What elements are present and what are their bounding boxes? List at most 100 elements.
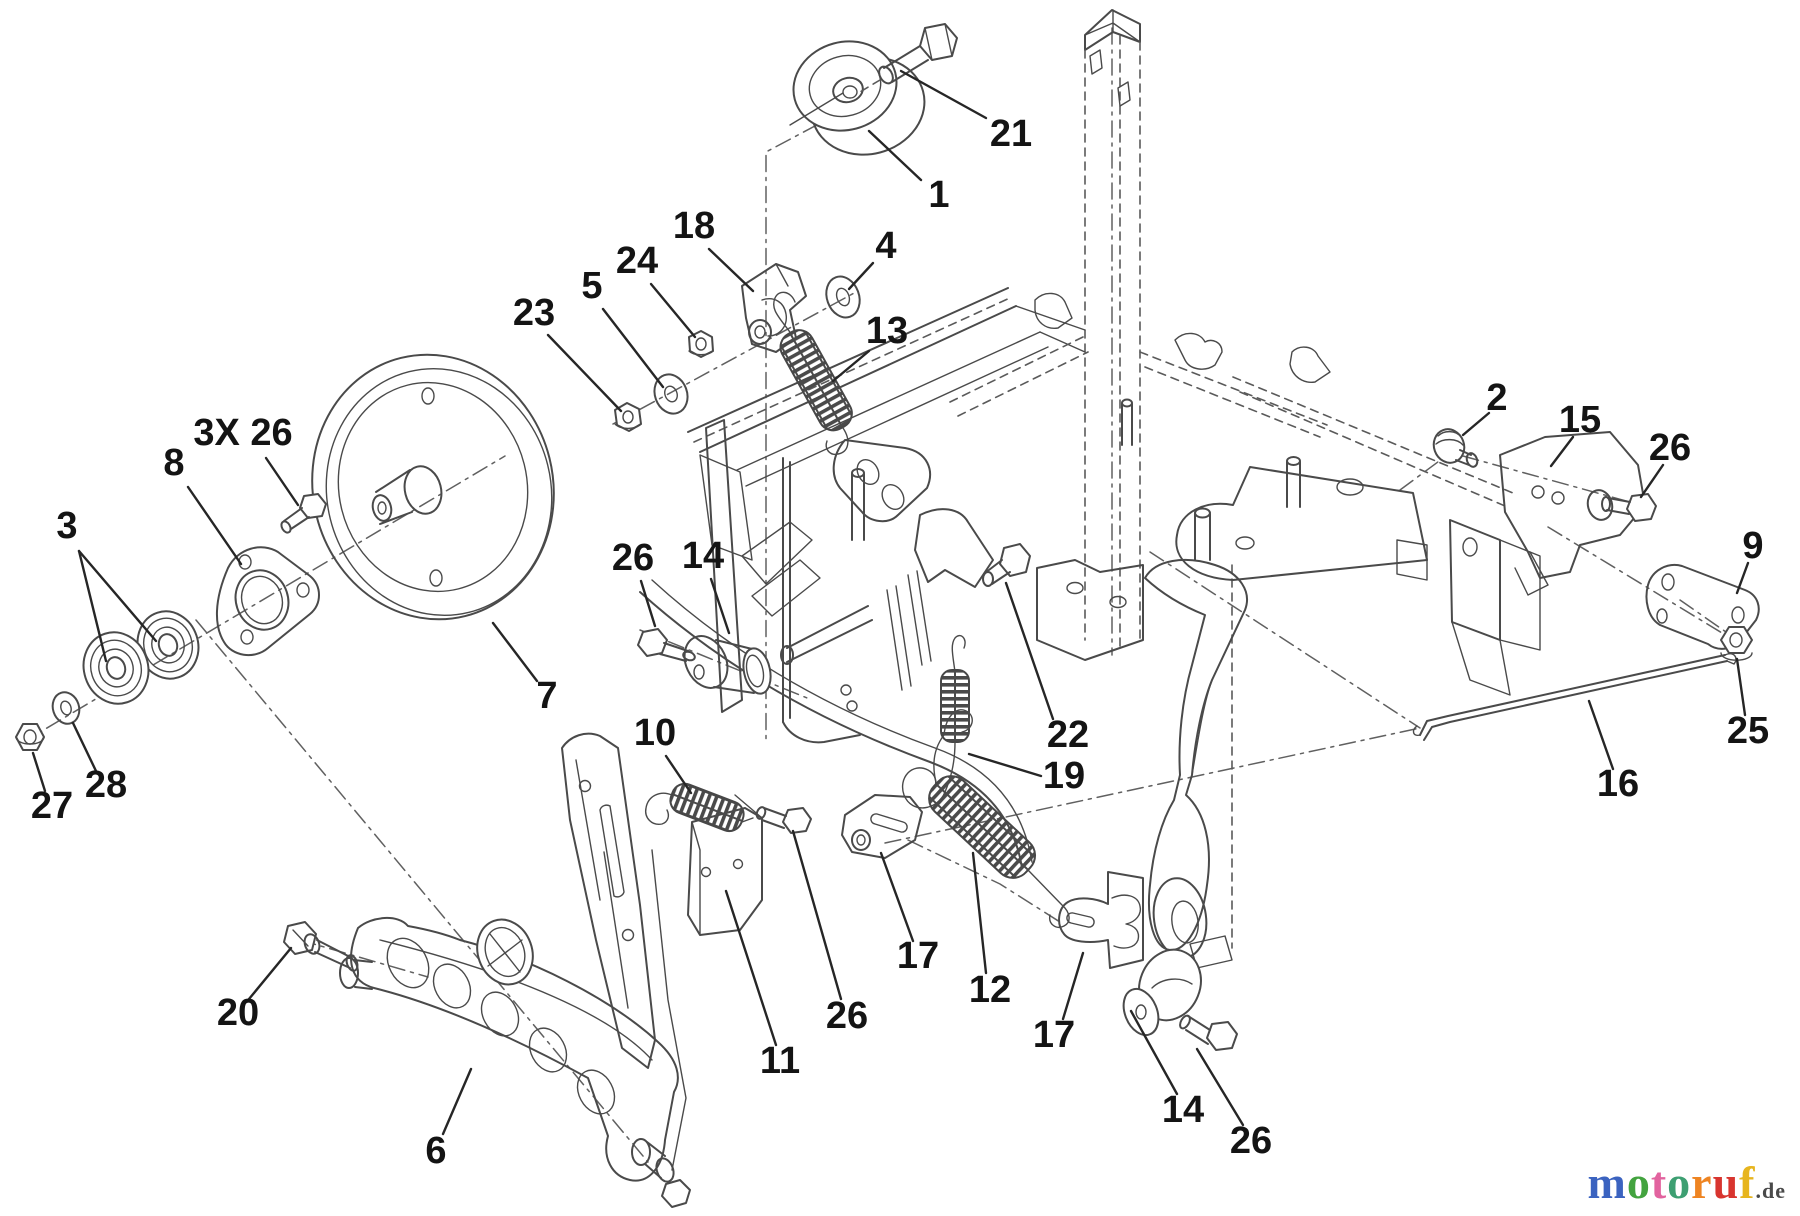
frame-assembly-drawing (639, 9, 1514, 969)
callout-20: 20 (217, 946, 293, 1034)
knob-2-drawing (1432, 428, 1479, 468)
callout-label-2: 2 (1486, 377, 1507, 419)
callout-label-24: 24 (616, 240, 658, 282)
callout-leader-16 (1587, 699, 1615, 771)
callout-leader-6 (441, 1067, 473, 1136)
bolt-26c-drawing (755, 806, 812, 834)
pin (1194, 507, 1211, 561)
bracket-9-drawing (1645, 564, 1760, 650)
logo-letter: f (1739, 1157, 1756, 1208)
callout-17a: 17 (879, 851, 939, 977)
callout-4: 4 (847, 225, 897, 291)
callout-leader-17a (879, 851, 915, 943)
callout-label-7: 7 (536, 675, 557, 717)
spring-13-drawing (773, 291, 853, 456)
callout-2: 2 (1461, 377, 1508, 437)
callout-leader-28 (71, 721, 98, 773)
callout-label-9: 9 (1742, 525, 1763, 567)
callout-14b: 14 (1129, 1009, 1204, 1131)
callout-leader-26c (791, 829, 843, 1001)
callout-18: 18 (673, 205, 755, 293)
spring-10-drawing (645, 782, 754, 833)
bracket-17b-drawing (1058, 871, 1144, 969)
construction-lines (19, 27, 1728, 1163)
callout-leader-10 (664, 754, 693, 795)
callout-leader-20 (247, 946, 293, 1001)
arm-6-drawing (339, 732, 691, 1208)
callout-label-19: 19 (1043, 755, 1085, 797)
callout-label-23: 23 (513, 292, 555, 334)
callout-label-6: 6 (425, 1130, 446, 1172)
callout-leader-25 (1735, 657, 1747, 717)
logo-letter: u (1712, 1157, 1740, 1208)
callout-leader-26d (1639, 463, 1665, 499)
callout-leader-3 (77, 549, 158, 643)
bolt-26e-drawing (1179, 1014, 1238, 1051)
nut-27-drawing (15, 723, 45, 751)
callout-1: 1 (867, 129, 950, 216)
steering-post (1084, 9, 1141, 651)
callout-label-5: 5 (581, 265, 602, 307)
bolt-26d-drawing (1601, 493, 1657, 522)
bracket-18-drawing (741, 263, 807, 353)
callout-label-27: 27 (31, 785, 73, 827)
bolt-22-drawing (982, 543, 1031, 587)
bearings-3-drawing (82, 610, 200, 705)
callout-label-4: 4 (875, 225, 896, 267)
callout-3: 3 (56, 505, 158, 663)
right-mount-plates (1449, 519, 1541, 696)
callout-label-16: 16 (1597, 763, 1639, 805)
callout-label-3: 3 (56, 505, 77, 547)
callout-label-11: 11 (760, 1040, 800, 1082)
callout-6: 6 (425, 1067, 473, 1172)
callout-leader-27 (31, 751, 47, 793)
watermark-logo: motoruf.de (1588, 1160, 1787, 1206)
bolt-21-drawing (859, 23, 958, 93)
callout-17b: 17 (1033, 951, 1085, 1056)
callout-leader-24 (649, 282, 697, 339)
logo-letter: t (1650, 1157, 1668, 1208)
pin (851, 468, 865, 541)
callout-leader-14b (1129, 1009, 1179, 1096)
callout-28: 28 (71, 721, 127, 806)
callout-leader-12 (971, 851, 988, 975)
lever-15-drawing (1499, 431, 1646, 596)
callout-label-20: 20 (217, 992, 259, 1034)
callout-leader-26a (639, 579, 657, 628)
callout-26a: 26 (612, 537, 657, 628)
callout-12: 12 (969, 851, 1011, 1011)
callout-22: 22 (1004, 581, 1089, 756)
callout-leader-3x26 (264, 456, 300, 507)
rod-16-drawing (1412, 653, 1737, 741)
callout-leader-21 (899, 69, 988, 120)
logo-letter: o (1667, 1157, 1692, 1208)
spring-12-drawing (928, 709, 1070, 928)
bracket-11-drawing (687, 794, 763, 936)
callout-leader-22 (1004, 581, 1055, 721)
pin (1121, 398, 1133, 446)
deck-rails (687, 287, 1514, 507)
callout-label-17b: 17 (1033, 1014, 1075, 1056)
cap-14b-drawing (1122, 948, 1202, 1037)
logo-letter: r (1691, 1157, 1713, 1208)
callout-leader-8 (186, 485, 243, 566)
bolt-26a-drawing (637, 628, 696, 662)
callout-label-13: 13 (866, 310, 908, 352)
callout-label-14b: 14 (1162, 1089, 1204, 1131)
callout-leader-15 (1549, 435, 1575, 468)
bolt-20-drawing (283, 921, 359, 972)
callout-leader-3 (77, 549, 108, 663)
callout-label-25: 25 (1727, 710, 1769, 752)
callout-15: 15 (1549, 399, 1601, 468)
idler-pulley-1-drawing (789, 40, 926, 156)
callout-leader-1 (867, 129, 923, 182)
callout-label-3x26: 3X 26 (193, 412, 292, 454)
callout-label-10: 10 (634, 712, 676, 754)
callout-leader-14a (709, 577, 731, 635)
callout-9: 9 (1735, 525, 1764, 595)
callout-leader-18 (707, 247, 755, 293)
callout-3x26: 3X 26 (193, 412, 300, 507)
pulley-7-drawing (311, 353, 555, 621)
